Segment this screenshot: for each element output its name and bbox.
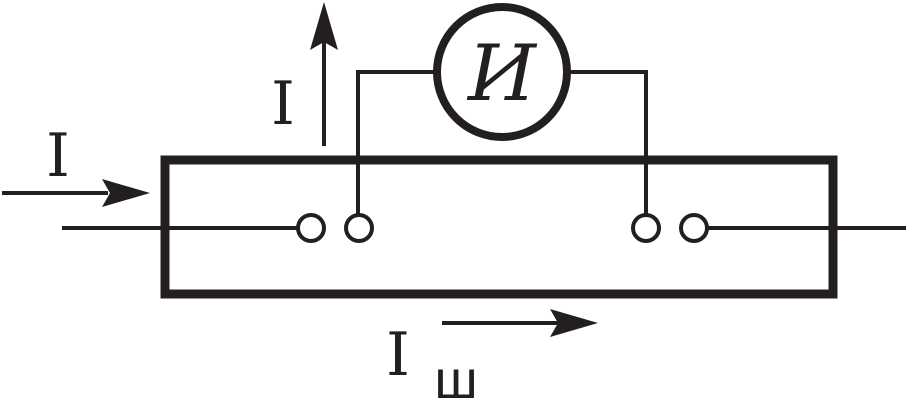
meter-current-arrowhead-icon [310,2,338,50]
meter-right-wire [569,70,648,214]
input-current-label: I [46,121,70,191]
current-terminal-left [296,213,326,243]
meter-left-wire [356,70,435,214]
meter-symbol: И [466,29,538,119]
shunt-current-arrowhead-icon [550,309,598,337]
potential-terminal-left [344,213,374,243]
shunt-current-subscript: ш [434,350,477,410]
meter-current-label: I [271,69,295,139]
input-current-arrowhead-icon [102,179,150,207]
shunt-current-label: I [386,320,410,390]
potential-terminal-right [631,213,661,243]
meter-icon [433,3,571,141]
current-terminal-right [679,213,709,243]
